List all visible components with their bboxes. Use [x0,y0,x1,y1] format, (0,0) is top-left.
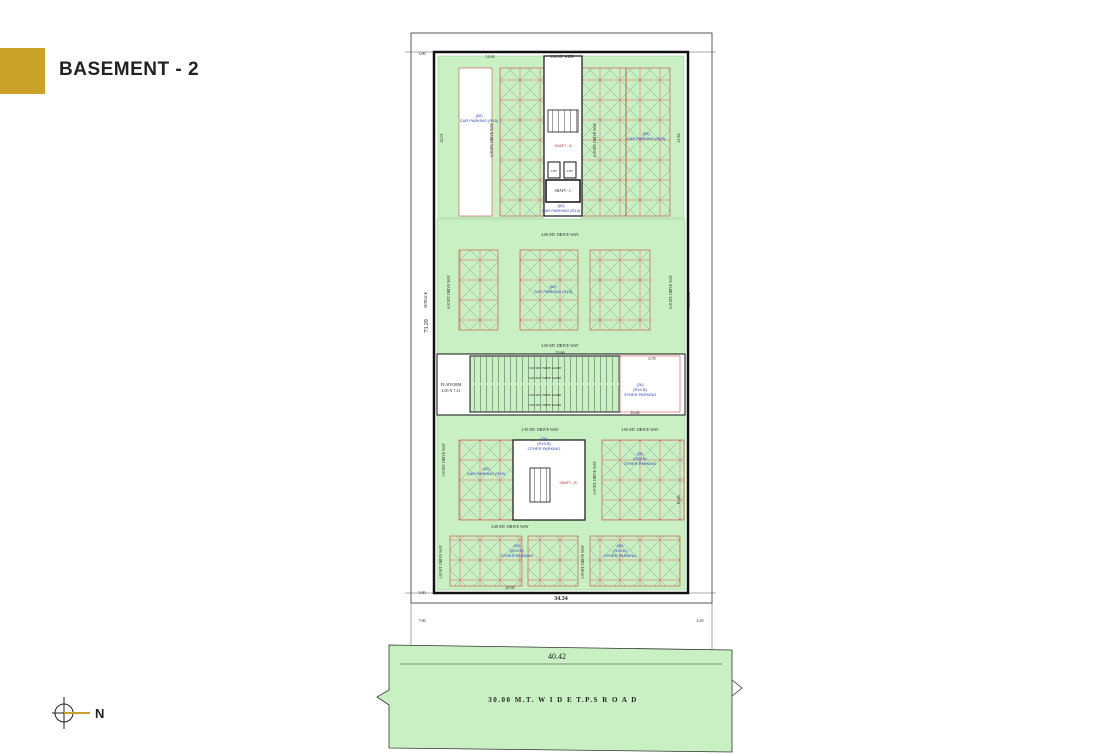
core-label: SHAFT - A [554,144,572,148]
other-parking-label: OTHER PARKING [528,446,561,451]
car-parking-label: CAR PARKING (R19) [627,136,666,141]
label-setback-left: SETBACK [424,291,428,308]
other-parking-label: (R19.B) [537,441,551,446]
other-parking-label: (26) [616,543,624,548]
dim-overall-width: 34.34 [554,596,568,602]
site-boundary [410,32,713,604]
core-label: SHAFT - C [555,189,572,193]
car-parking-label: (82) [549,284,557,289]
label-drive-left: 6.00 MT. DRIVE WAY [490,123,494,157]
page-title: BASEMENT - 2 [59,59,200,80]
slot-block [589,535,681,587]
dim-lane-top: 14.60 [486,54,495,59]
other-parking-label: OTHER PARKING [604,553,637,558]
ramp-up [470,357,620,383]
car-parking-label: CAR PARKING (R19) [534,289,573,294]
slot-block [519,249,579,331]
other-parking-label: (R19.B) [510,548,524,553]
slot-block [499,67,545,217]
label-drive-lower-right: 3.00 MT. DRIVE WAY [593,461,597,495]
dim-ramp-width: 33.66 [556,350,565,355]
label-drive-lower-left: 3.00 MT. DRIVE WAY [442,443,446,477]
label-drive-way: 4.00 MT. DRIVE WAY [541,232,579,237]
lift-shaft [547,161,561,179]
dim-block-b: 21.84 [676,134,681,143]
slot-block [458,439,514,521]
label-drive-way-2: 3.00 MT. DRIVE WAY [541,343,579,348]
slot-block [581,67,627,217]
north-label: N [95,706,104,721]
dim-block-a: 22.01 [439,134,444,143]
other-parking-label: (26) [540,436,548,441]
label-setback-right: SETBACK [687,291,691,308]
title-accent-bar [0,48,45,94]
label-drive-mid-left: 6.00 MT. DRIVE WAY [447,275,451,309]
label-top-entry: 3.00 MT. WIDE [550,55,574,59]
slot-block [458,67,493,217]
slot-block [601,439,685,521]
label-drive-mid-right: 6.00 MT. DRIVE WAY [669,275,673,309]
car-parking-label: (82) [482,466,490,471]
dim-misc-5: 10.26 [676,496,681,505]
other-parking-label: OTHER PARKING [624,392,657,397]
car-parking-label: CAR PARKING (R19) [460,118,499,123]
other-parking-label: OTHER PARKING [624,461,657,466]
ramp-label: 3.00 MT. WIDE RAMP [529,376,562,380]
other-parking-label: (R19.B) [633,387,647,392]
lift-label: LIFT [567,169,574,173]
car-parking-label: (82) [475,113,483,118]
label-drive-right: 6.00 MT. DRIVE WAY [593,123,597,157]
dim-misc-2: 10.40 [631,410,640,415]
other-parking-label: (26) [636,382,644,387]
dim-bottom-setback: 3.00 [419,590,426,595]
north-arrow-icon [52,697,90,729]
slot-block [527,535,579,587]
dim-lane-bottom: 20.90 [506,585,515,590]
lift-label: LIFT [551,169,558,173]
car-parking-label: CAR PARKING (R19) [467,471,506,476]
other-parking-label: (R19.B) [613,548,627,553]
other-parking-label: OTHER PARKING [501,553,534,558]
dim-top-setback: 3.00 [419,51,426,56]
staircase [529,467,551,503]
other-parking-label: (26) [636,451,644,456]
car-parking-label: (82) [557,203,565,208]
ramp-label: 3.00 MT. WIDE RAMP [529,393,562,397]
core-label: SHAFT - B [559,481,577,485]
dim-overall-depth: 73.29 [424,319,430,333]
road-label: 30.00 M.T. W I D E T.P.S R O A D [488,696,638,704]
label-platform-dim: 4.00 X 7.21 [442,388,461,393]
slot-block [625,67,671,217]
core-room [545,179,581,203]
road [376,644,733,753]
car-parking-label: (82) [642,131,650,136]
label-platform: PLATFORM [441,382,462,387]
label-drive-bottom-left: 3.00 MT. DRIVE WAY [439,545,443,579]
slot-block [589,249,651,331]
other-parking-label: (26) [513,543,521,548]
ramp-label: 3.00 MT. WIDE RAMP [529,403,562,407]
slot-block [449,535,523,587]
slot-block [458,249,499,331]
label-drive-way-3: 2.95 MT. DRIVE WAY [521,427,559,432]
dim-side-right: 4.29 [697,618,704,623]
label-drive-way-4: 3.00 MT. DRIVE WAY [621,427,659,432]
label-drive-way-5: 3.60 MT. DRIVE WAY [491,524,529,529]
car-parking-label: CAR PARKING (R19) [542,208,581,213]
ramp-down [470,385,620,411]
label-drive-bottom-right: 3.00 MT. DRIVE WAY [581,545,585,579]
dim-road-width: 40.42 [548,652,566,661]
other-parking-block [619,355,681,413]
ramp-label: 3.00 MT. WIDE RAMP [529,366,562,370]
lift-shaft [563,161,577,179]
dim-misc-1: 6.78 [649,356,656,361]
dim-side-left: 7.06 [419,618,426,623]
staircase [547,109,579,133]
other-parking-label: (R19.B) [633,456,647,461]
